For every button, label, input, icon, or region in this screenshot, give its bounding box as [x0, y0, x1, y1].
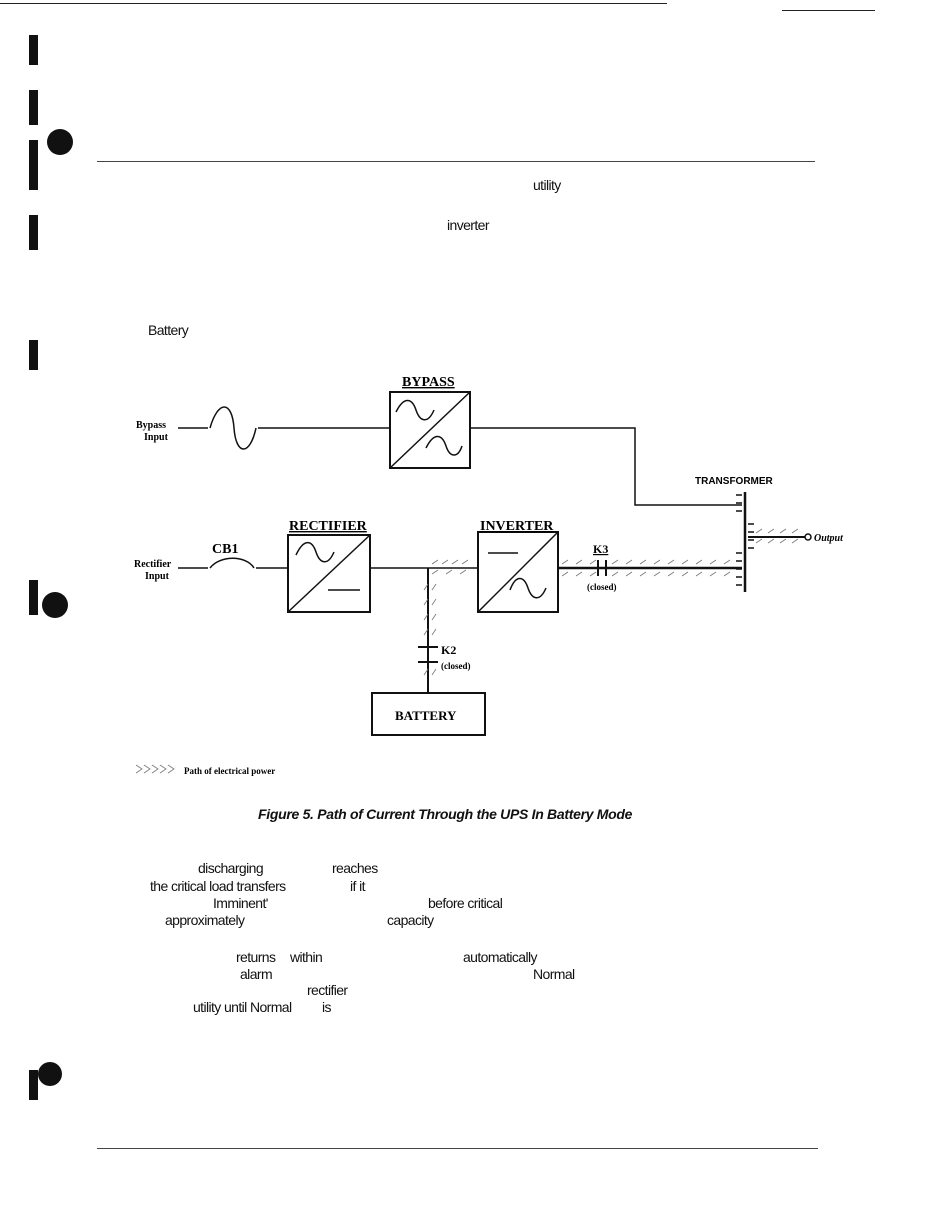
- punch-hole: [38, 1062, 62, 1086]
- bypass-fuse-icon: [209, 406, 257, 450]
- k2-state: (closed): [441, 661, 471, 671]
- binding-mark: [29, 580, 38, 615]
- ac-wave-icon: [295, 541, 335, 563]
- text-fragment: Normal: [533, 966, 575, 982]
- inverter-diagonal: [477, 531, 559, 613]
- k3-label: K3: [593, 542, 608, 556]
- legend-hatch-icon: [135, 764, 175, 774]
- rectifier-label: RECTIFIER: [289, 519, 368, 534]
- transformer-winding-icon: [736, 494, 742, 586]
- binding-mark: [29, 215, 38, 250]
- binding-mark: [29, 35, 38, 65]
- footer-rule: [97, 1148, 818, 1149]
- binding-mark: [29, 90, 38, 125]
- text-fragment: approximately: [165, 912, 245, 928]
- figure-caption: Figure 5. Path of Current Through the UP…: [258, 806, 633, 822]
- text-fragment: if it: [350, 878, 365, 894]
- ac-wave-icon: [425, 435, 463, 456]
- bypass-input-label: Input: [144, 432, 169, 443]
- bypass-box: [389, 391, 471, 469]
- punch-hole: [42, 592, 68, 618]
- rectifier-box: [287, 534, 371, 613]
- binding-mark: [29, 1070, 38, 1100]
- text-fragment: reaches: [332, 860, 378, 876]
- cb1-label: CB1: [212, 542, 238, 557]
- header-rule-short: [782, 10, 875, 11]
- transformer-winding-icon: [748, 523, 754, 549]
- rectifier-input-label: Rectifier: [134, 559, 172, 570]
- section-rule: [97, 161, 815, 162]
- bypass-diagonal: [389, 391, 471, 469]
- cb1-breaker-icon: [209, 557, 255, 569]
- text-fragment: inverter: [447, 217, 489, 233]
- text-fragment: returns: [236, 949, 276, 965]
- ac-wave-icon: [395, 399, 435, 421]
- text-fragment: the critical load transfers: [150, 878, 286, 894]
- output-label: Output: [814, 533, 844, 544]
- bypass-label: BYPASS: [402, 375, 455, 390]
- transformer-label: TRANSFORMER: [695, 476, 774, 487]
- text-fragment: within: [290, 949, 323, 965]
- header-rule: [0, 3, 667, 4]
- binding-mark: [29, 140, 38, 190]
- bypass-output-wire: [470, 427, 742, 506]
- legend-label: Path of electrical power: [184, 766, 275, 776]
- binding-mark: [29, 340, 38, 370]
- battery-label: BATTERY: [395, 708, 457, 723]
- text-fragment: automatically: [463, 949, 538, 965]
- battery-box: [371, 692, 486, 736]
- rectifier-input-label: Input: [145, 571, 170, 582]
- inverter-box: [477, 531, 559, 613]
- text-fragment: Imminent': [213, 895, 268, 911]
- text-fragment: utility: [533, 177, 561, 193]
- text-fragment: before critical: [428, 895, 503, 911]
- text-fragment: discharging: [198, 860, 264, 876]
- bypass-input-label: Bypass: [136, 420, 166, 431]
- text-fragment: capacity: [387, 912, 434, 928]
- k3-state: (closed): [587, 582, 617, 592]
- output-terminal-icon: [804, 533, 812, 541]
- text-fragment: rectifier: [307, 982, 348, 998]
- inverter-label: INVERTER: [480, 519, 554, 534]
- text-fragment: utility until Normal: [193, 999, 292, 1015]
- text-fragment: Battery: [148, 322, 189, 338]
- text-fragment: alarm: [240, 966, 273, 982]
- text-fragment: is: [322, 999, 332, 1015]
- power-path-hatching: [423, 528, 799, 676]
- rectifier-diagonal: [287, 534, 371, 613]
- punch-hole: [47, 129, 73, 155]
- k2-label: K2: [441, 643, 456, 657]
- ac-wave-icon: [509, 577, 547, 599]
